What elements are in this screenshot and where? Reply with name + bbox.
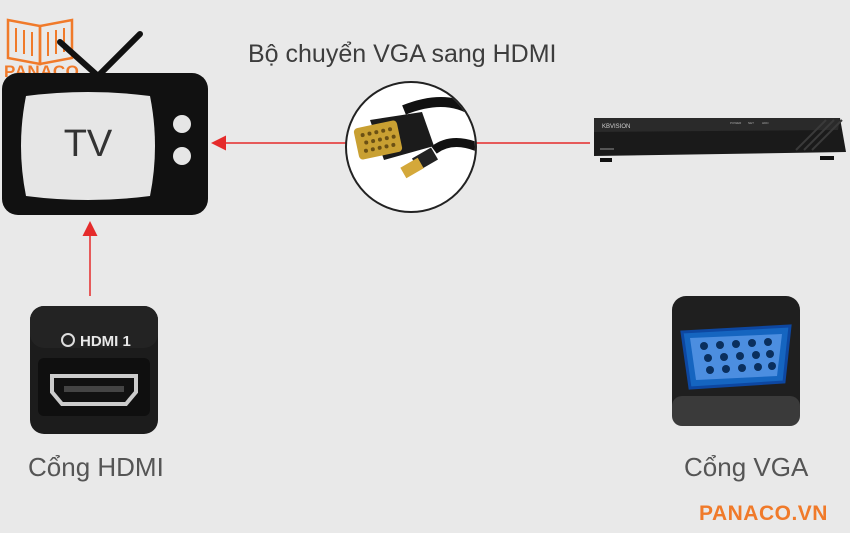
recorder-button-hdd: HDD (762, 121, 769, 125)
recorder-button-net: NET (748, 121, 754, 125)
watermark-text: PANACO.VN (699, 502, 828, 525)
vga-port-caption: Cổng VGA (684, 452, 809, 482)
vga-hdmi-adapter-icon (345, 81, 477, 213)
tv-screen-label: TV (64, 123, 113, 165)
hdmi-port-caption: Cổng HDMI (28, 452, 164, 482)
recorder-button-power: POWER (730, 121, 742, 125)
panaco-book-logo-icon (6, 18, 74, 66)
adapter-caption: Bộ chuyển VGA sang HDMI (248, 40, 557, 68)
hdmi-panel-label: HDMI 1 (80, 333, 131, 350)
kbvision-recorder-icon: KBVISION POWER NET HDD (594, 118, 846, 162)
recorder-brand: KBVISION (602, 124, 630, 130)
tv-icon: TV (2, 31, 208, 215)
vga-port-icon (672, 296, 800, 426)
hdmi-port-icon: HDMI 1 (30, 306, 158, 434)
